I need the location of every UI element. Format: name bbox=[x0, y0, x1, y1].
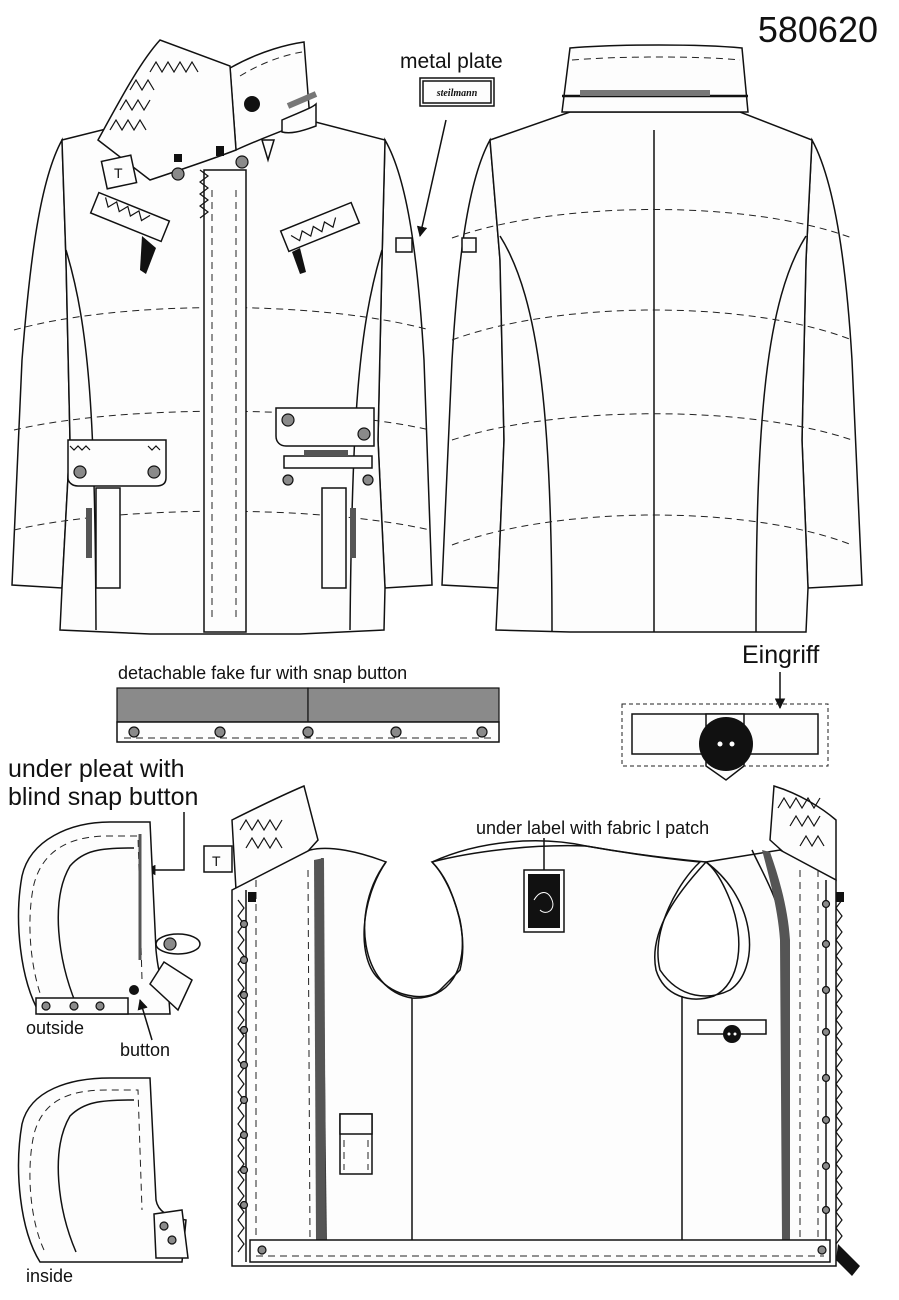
lining-snap-socket bbox=[836, 892, 844, 902]
collar-tab bbox=[281, 102, 317, 134]
lining-collar-fur bbox=[777, 796, 825, 848]
back-quilt-line bbox=[451, 309, 853, 341]
back-collar-stitch bbox=[571, 56, 741, 61]
lining-inside-view: T bbox=[203, 784, 860, 1276]
lining-t-tab bbox=[203, 845, 233, 873]
back-quilt-line bbox=[451, 514, 853, 546]
t-tab-letter: T bbox=[114, 165, 123, 181]
metal-plate-callout: metal plate steilmann bbox=[400, 50, 503, 238]
facing-stitch bbox=[307, 869, 311, 1241]
lining-left-snaps bbox=[239, 919, 249, 1210]
fur-snap bbox=[128, 726, 140, 738]
phone-pocket-flap bbox=[339, 1113, 373, 1135]
back-neck-line bbox=[431, 840, 707, 863]
under-label-fabric bbox=[528, 874, 560, 928]
button-label: button bbox=[120, 1040, 170, 1060]
back-right-princess-seam bbox=[755, 235, 807, 633]
pleat-outside-stitch bbox=[29, 835, 143, 1005]
back-quilt-line bbox=[451, 209, 853, 239]
fake-fur-panel bbox=[307, 687, 500, 723]
eingriff-detail: Eingriff bbox=[621, 641, 829, 781]
back-body bbox=[489, 111, 813, 633]
metal-plate-label: metal plate bbox=[400, 50, 503, 73]
back-left-sleeve bbox=[441, 137, 505, 589]
under-pleat-arrow bbox=[144, 812, 185, 876]
fur-snap bbox=[214, 726, 226, 738]
fur-snap bbox=[390, 726, 402, 738]
eingriff-label: Eingriff bbox=[742, 641, 819, 669]
front-snap bbox=[235, 155, 249, 169]
collar-fur-zigzag bbox=[109, 60, 199, 132]
lining-right-snaps bbox=[821, 899, 831, 1215]
lining-right-zigzag bbox=[835, 899, 843, 1245]
back-collar bbox=[561, 44, 749, 113]
right-armhole bbox=[654, 861, 740, 1000]
jacket-front-view: T bbox=[11, 39, 433, 635]
snap-socket bbox=[216, 146, 224, 156]
fur-snap bbox=[476, 726, 488, 738]
left-lower-pocket bbox=[67, 439, 167, 589]
style-number: 580620 bbox=[758, 9, 878, 50]
inside-tab bbox=[153, 1209, 189, 1259]
cord-stopper bbox=[163, 937, 177, 951]
collar-stitch bbox=[239, 51, 303, 77]
lining-hem-band bbox=[249, 1239, 831, 1263]
inside-detail: inside bbox=[17, 1077, 189, 1286]
lining-collar-fur bbox=[239, 818, 283, 850]
front-right-sleeve bbox=[377, 137, 433, 589]
fur-snap bbox=[302, 726, 314, 738]
under-label-text: under label with fabric l patch bbox=[476, 818, 709, 838]
front-zip-placket bbox=[203, 169, 247, 633]
lining-body bbox=[231, 844, 837, 1267]
jacket-back-view bbox=[441, 44, 863, 633]
metal-plate-swatch bbox=[419, 77, 495, 107]
fake-fur-detail: detachable fake fur with snap button bbox=[116, 663, 500, 743]
front-left-sleeve bbox=[11, 137, 71, 589]
pleat-button bbox=[129, 985, 139, 995]
collar-snap-button bbox=[244, 96, 260, 112]
sleeve-metal-plate bbox=[395, 237, 413, 253]
under-pleat-label-line1: under pleat with bbox=[8, 755, 185, 783]
right-chest-zip-pocket bbox=[279, 201, 361, 274]
pleat-snap-band bbox=[35, 997, 129, 1015]
under-pleat-detail: under pleat with blind snap button outsi… bbox=[8, 755, 201, 1060]
button-arrow bbox=[137, 998, 153, 1041]
lining-t-tab-letter: T bbox=[212, 853, 221, 869]
back-sleeve-plate bbox=[461, 237, 477, 253]
lining-snap-socket bbox=[248, 892, 256, 902]
zip-pull-end bbox=[836, 1244, 860, 1276]
back-right-sleeve bbox=[801, 137, 863, 589]
zipper-pull bbox=[260, 139, 276, 163]
left-piping bbox=[314, 858, 326, 1240]
cord-loop bbox=[155, 933, 201, 955]
front-zigzag-trim bbox=[199, 169, 209, 219]
left-chest-zip-pocket bbox=[89, 191, 171, 274]
front-snap bbox=[171, 167, 185, 181]
fake-fur-label: detachable fake fur with snap button bbox=[118, 663, 407, 683]
snap-socket bbox=[174, 154, 182, 162]
inside-label: inside bbox=[26, 1266, 73, 1286]
pleat-inside-seam bbox=[57, 1099, 135, 1253]
collar-t-tab bbox=[100, 154, 138, 190]
metal-plate-arrow bbox=[416, 119, 447, 238]
inner-pocket-button bbox=[723, 1025, 741, 1043]
eingriff-button bbox=[699, 717, 753, 771]
outside-label: outside bbox=[26, 1018, 84, 1038]
plate-brand: steilmann bbox=[436, 88, 478, 99]
under-pleat-label-line2: blind snap button bbox=[8, 783, 198, 811]
back-quilt-line bbox=[451, 413, 853, 441]
right-lower-pocket bbox=[275, 407, 375, 589]
collar-grey-band bbox=[286, 91, 318, 109]
back-left-princess-seam bbox=[499, 235, 553, 633]
pleat-tab bbox=[149, 960, 193, 1012]
pleat-inside-stitch bbox=[29, 1089, 143, 1251]
pleat-outside-inner-seam bbox=[57, 847, 135, 1005]
left-armhole bbox=[363, 861, 464, 999]
right-piping bbox=[762, 850, 790, 1240]
fake-fur-panel bbox=[116, 687, 309, 723]
